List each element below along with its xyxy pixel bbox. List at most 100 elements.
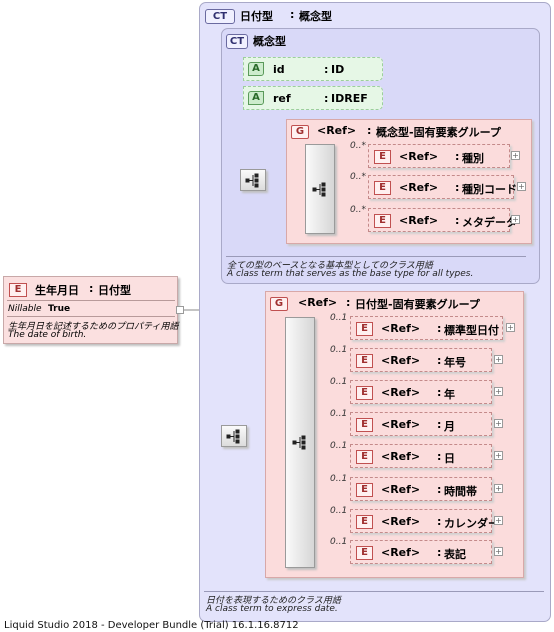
element-ref-item[interactable]: E <Ref> : メタデータ	[368, 208, 517, 232]
element-ref: <Ref>	[381, 418, 421, 431]
expand-plus-icon[interactable]: +	[517, 182, 526, 191]
element-badge: E	[356, 322, 373, 336]
occurs-label: 0..1	[330, 409, 348, 419]
outer-type-doc-en: A class term to express date.	[206, 604, 338, 614]
expand-plus-icon[interactable]: +	[494, 451, 503, 460]
occurs-label: 0..*	[350, 141, 366, 151]
group-badge: G	[270, 297, 288, 311]
expand-plus-icon[interactable]: +	[494, 484, 503, 493]
element-ref-item[interactable]: E <Ref> : 日	[350, 444, 492, 468]
inner-type-doc-en: A class term that serves as the base typ…	[227, 269, 474, 279]
element-name: 日	[444, 452, 455, 465]
element-badge: E	[356, 418, 373, 432]
group2-sequence-bar[interactable]	[285, 317, 315, 568]
root-divider	[7, 300, 175, 301]
element-ref-item[interactable]: E <Ref> : 年号	[350, 348, 492, 372]
element-separator: :	[437, 322, 442, 335]
element-ref: <Ref>	[381, 386, 421, 399]
element-ref-item[interactable]: E <Ref> : 種別	[368, 144, 510, 168]
expand-plus-icon[interactable]: +	[511, 215, 520, 224]
attribute-separator: :	[324, 63, 329, 76]
element-ref: <Ref>	[381, 515, 421, 528]
attribute-ref[interactable]: A ref : IDREF	[243, 86, 383, 110]
root-divider	[7, 316, 175, 317]
element-ref-item[interactable]: E <Ref> : 年	[350, 380, 492, 404]
attribute-name: ref	[273, 92, 291, 105]
nillable-label: Nillable	[8, 304, 42, 314]
expand-plus-icon[interactable]: +	[494, 355, 503, 364]
element-ref: <Ref>	[381, 546, 421, 559]
occurs-label: 0..1	[330, 377, 348, 387]
element-separator: :	[455, 181, 460, 194]
element-name: 表記	[444, 548, 466, 561]
attribute-name: id	[273, 63, 285, 76]
element-ref: <Ref>	[381, 322, 421, 335]
element-badge: E	[374, 214, 391, 228]
group-ref: <Ref>	[317, 124, 357, 137]
element-ref: <Ref>	[381, 450, 421, 463]
element-name: 種別	[462, 152, 484, 165]
group-badge: G	[291, 125, 309, 139]
occurs-label: 0..*	[350, 172, 366, 182]
root-element-separator: :	[89, 282, 94, 295]
collapse-toggle-icon[interactable]	[176, 306, 184, 314]
element-name: 月	[444, 420, 455, 433]
root-element[interactable]: E 生年月日 : 日付型 Nillable True 生年月日を記述するためのプ…	[3, 276, 178, 344]
outer-type-base: 概念型	[299, 10, 332, 23]
occurs-label: 0..1	[330, 474, 348, 484]
element-badge: E	[356, 450, 373, 464]
element-ref-item[interactable]: E <Ref> : 標準型日付	[350, 316, 503, 340]
expand-plus-icon[interactable]: +	[494, 516, 503, 525]
element-separator: :	[437, 515, 442, 528]
element-separator: :	[437, 450, 442, 463]
element-ref-item[interactable]: E <Ref> : 月	[350, 412, 492, 436]
root-element-name: 生年月日	[35, 284, 79, 297]
group-separator: :	[367, 124, 372, 137]
expand-plus-icon[interactable]: +	[494, 419, 503, 428]
occurs-label: 0..1	[330, 313, 348, 323]
complex-type-badge: CT	[205, 9, 235, 24]
doc-divider	[204, 591, 544, 592]
element-badge: E	[356, 515, 373, 529]
element-separator: :	[437, 546, 442, 559]
element-ref-item[interactable]: E <Ref> : 時間帯	[350, 477, 492, 501]
element-ref-item[interactable]: E <Ref> : カレンダー	[350, 509, 499, 533]
attribute-separator: :	[324, 92, 329, 105]
element-badge: E	[374, 181, 391, 195]
element-ref: <Ref>	[399, 150, 439, 163]
element-badge: E	[356, 483, 373, 497]
expand-plus-icon[interactable]: +	[494, 547, 503, 556]
expand-plus-icon[interactable]: +	[511, 151, 520, 160]
element-badge: E	[9, 283, 27, 297]
occurs-label: 0..1	[330, 441, 348, 451]
attribute-type: IDREF	[331, 92, 368, 105]
element-separator: :	[437, 418, 442, 431]
attribute-id[interactable]: A id : ID	[243, 57, 383, 81]
outer-type-name: 日付型	[240, 10, 273, 23]
expand-plus-icon[interactable]: +	[506, 323, 515, 332]
sequence-glyph-icon	[245, 173, 259, 188]
group-separator: :	[346, 296, 351, 309]
element-ref-item[interactable]: E <Ref> : 表記	[350, 540, 492, 564]
sequence-glyph-icon	[226, 429, 240, 444]
occurs-label: 0..1	[330, 345, 348, 355]
sequence-icon[interactable]	[240, 169, 266, 191]
element-separator: :	[455, 150, 460, 163]
element-ref-item[interactable]: E <Ref> : 種別コード	[368, 175, 517, 199]
outer-type-separator: :	[290, 8, 295, 21]
element-name: 年号	[444, 356, 466, 369]
element-name: 標準型日付	[444, 324, 499, 337]
sequence-icon[interactable]	[221, 425, 247, 447]
group-ref: <Ref>	[298, 296, 338, 309]
expand-plus-icon[interactable]: +	[494, 387, 503, 396]
element-name: メタデータ	[462, 216, 517, 229]
expand-icon[interactable]	[228, 8, 236, 16]
doc-divider	[226, 256, 526, 257]
complex-type-badge: CT	[226, 34, 248, 49]
group1-sequence-bar[interactable]	[305, 144, 335, 234]
element-badge: E	[374, 150, 391, 164]
element-badge: E	[356, 546, 373, 560]
sequence-glyph-icon	[312, 182, 326, 197]
inner-type-doc-jp: 全ての型のベースとなる基本型としてのクラス用語	[227, 261, 433, 271]
element-name: カレンダー	[444, 517, 499, 530]
